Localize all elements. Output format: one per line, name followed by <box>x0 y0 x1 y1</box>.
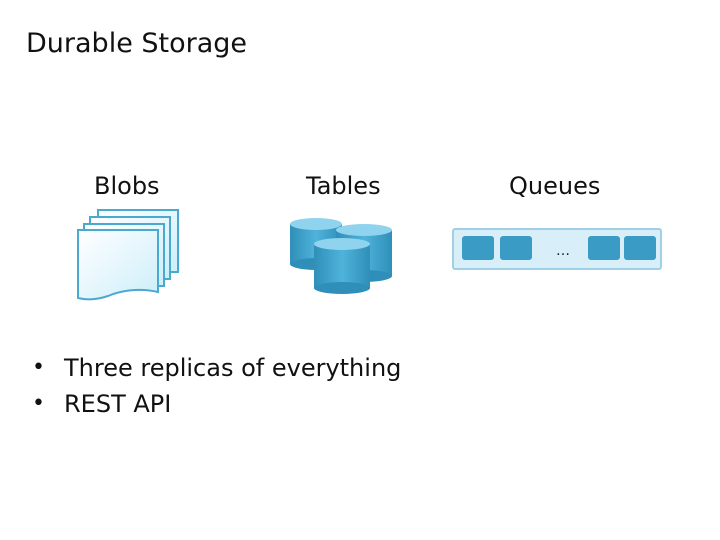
queue-item <box>462 236 494 260</box>
queue-ellipsis: … <box>556 243 570 259</box>
queues-label: Queues <box>509 172 601 200</box>
blobs-label: Blobs <box>94 172 160 200</box>
tables-label: Tables <box>306 172 381 200</box>
slide-title: Durable Storage <box>26 28 248 59</box>
bullet-item: Three replicas of everything <box>30 350 401 386</box>
queue-icon: … <box>452 228 662 270</box>
queue-item <box>588 236 620 260</box>
table-cylinders-icon <box>286 216 398 296</box>
queue-item <box>500 236 532 260</box>
bullet-list: Three replicas of everything REST API <box>30 350 401 422</box>
queue-item <box>624 236 656 260</box>
blob-stack-icon <box>70 208 200 308</box>
bullet-item: REST API <box>30 386 401 422</box>
